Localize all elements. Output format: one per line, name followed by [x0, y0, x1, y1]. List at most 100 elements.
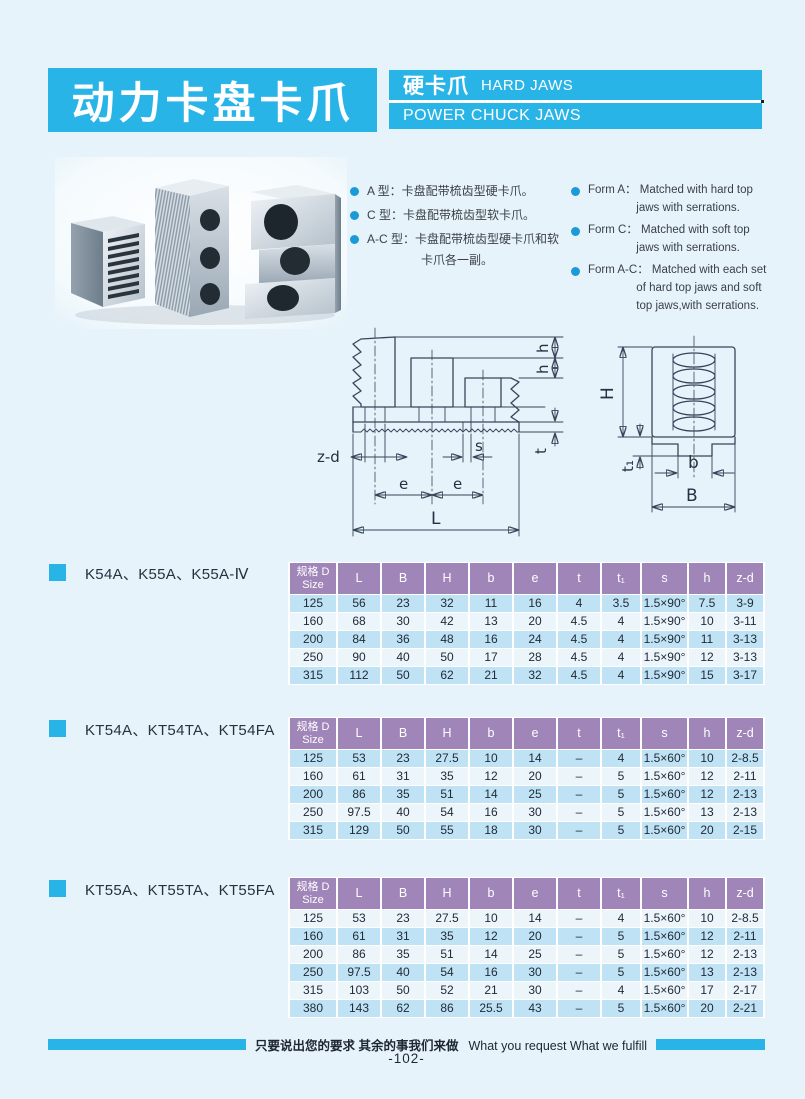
table-cell: 2-8.5	[727, 750, 763, 768]
table-cell: 250	[290, 964, 336, 982]
table-cell: 13	[689, 804, 725, 822]
table-cell: 1.5×60°	[642, 928, 687, 946]
table-cell: 1.5×60°	[642, 786, 687, 804]
table-cell: 48	[426, 631, 468, 649]
table-cell: 17	[470, 649, 512, 667]
column-header: B	[382, 563, 424, 595]
column-header: e	[514, 718, 556, 750]
table-cell: 125	[290, 750, 336, 768]
column-header: t₁	[602, 563, 640, 595]
table-cell: 250	[290, 649, 336, 667]
table-cell: 4	[602, 631, 640, 649]
table-cell: 1.5×60°	[642, 768, 687, 786]
table-cell: 35	[426, 928, 468, 946]
table-cell: 30	[514, 964, 556, 982]
table-cell: 12	[689, 946, 725, 964]
table-cell: 160	[290, 928, 336, 946]
column-header: h	[689, 718, 725, 750]
table-cell: 4	[602, 750, 640, 768]
note-item: A-C 型：卡盘配带梳齿型硬卡爪和软卡爪各一副。	[350, 229, 566, 271]
section-marker-icon	[49, 720, 66, 737]
table-cell: 5	[602, 1000, 640, 1018]
bullet-dot-icon	[571, 187, 580, 196]
table-cell: 16	[470, 964, 512, 982]
table-cell: 51	[426, 786, 468, 804]
product-photo	[55, 157, 347, 329]
dim-label-e1: e	[399, 475, 408, 493]
page-title: 动力卡盘卡爪	[71, 80, 354, 128]
column-header: H	[426, 878, 468, 910]
subtitle-en: HARD JAWS	[481, 76, 574, 94]
front-view-drawing: H t₁ b B	[598, 335, 736, 513]
side-view-drawing: z-d s e e L h h t	[317, 327, 564, 537]
table-cell: 43	[514, 1000, 556, 1018]
table-cell: 5	[602, 786, 640, 804]
table-cell: –	[558, 964, 600, 982]
table-cell: 4	[602, 613, 640, 631]
table-cell: 30	[514, 982, 556, 1000]
table-cell: 11	[470, 595, 512, 613]
table-cell: 62	[426, 667, 468, 685]
table-cell: 103	[338, 982, 380, 1000]
table-cell: 14	[514, 910, 556, 928]
column-header: b	[470, 718, 512, 750]
table-cell: 86	[338, 946, 380, 964]
table-cell: –	[558, 822, 600, 840]
table-cell: 12	[689, 768, 725, 786]
table-cell: 4	[602, 649, 640, 667]
table-cell: –	[558, 786, 600, 804]
table-cell: 12	[470, 768, 512, 786]
table-cell: 30	[514, 822, 556, 840]
table-cell: 84	[338, 631, 380, 649]
table-cell: 17	[689, 982, 725, 1000]
column-header: 规格 D Size	[290, 718, 336, 750]
table-cell: 13	[470, 613, 512, 631]
bullet-dot-icon	[350, 187, 359, 196]
footer-bar-left	[48, 1039, 246, 1050]
column-header: h	[689, 878, 725, 910]
table-cell: 1.5×60°	[642, 750, 687, 768]
dim-label-h1: h	[534, 343, 552, 353]
note-text: A-C 型：卡盘配带梳齿型硬卡爪和软卡爪各一副。	[367, 232, 560, 267]
note-text: Form A： Matched with hard top jaws with …	[588, 184, 753, 215]
table-cell: 25	[514, 786, 556, 804]
table-cell: 51	[426, 946, 468, 964]
table-cell: 27.5	[426, 750, 468, 768]
table-cell: 1.5×60°	[642, 822, 687, 840]
column-header: L	[338, 878, 380, 910]
table-cell: 143	[338, 1000, 380, 1018]
table-cell: 12	[689, 786, 725, 804]
table-cell: 50	[382, 982, 424, 1000]
column-header: L	[338, 563, 380, 595]
table-cell: –	[558, 768, 600, 786]
table-cell: 5	[602, 804, 640, 822]
table-cell: 25.5	[470, 1000, 512, 1018]
note-item: Form C： Matched with soft top jaws with …	[571, 221, 773, 258]
column-header: h	[689, 563, 725, 595]
subtitle-row-2: POWER CHUCK JAWS	[389, 103, 762, 129]
column-header: t	[558, 718, 600, 750]
table-cell: –	[558, 946, 600, 964]
table-cell: 31	[382, 768, 424, 786]
column-header: t	[558, 878, 600, 910]
table-cell: 32	[514, 667, 556, 685]
table-cell: 53	[338, 750, 380, 768]
table-cell: 14	[470, 946, 512, 964]
dim-label-t1: t₁	[619, 460, 637, 472]
table-cell: 380	[290, 1000, 336, 1018]
column-header: e	[514, 878, 556, 910]
table-cell: 20	[514, 768, 556, 786]
table-cell: 40	[382, 964, 424, 982]
table-cell: 30	[382, 613, 424, 631]
table-cell: 12	[689, 649, 725, 667]
dim-label-zd: z-d	[317, 448, 340, 466]
